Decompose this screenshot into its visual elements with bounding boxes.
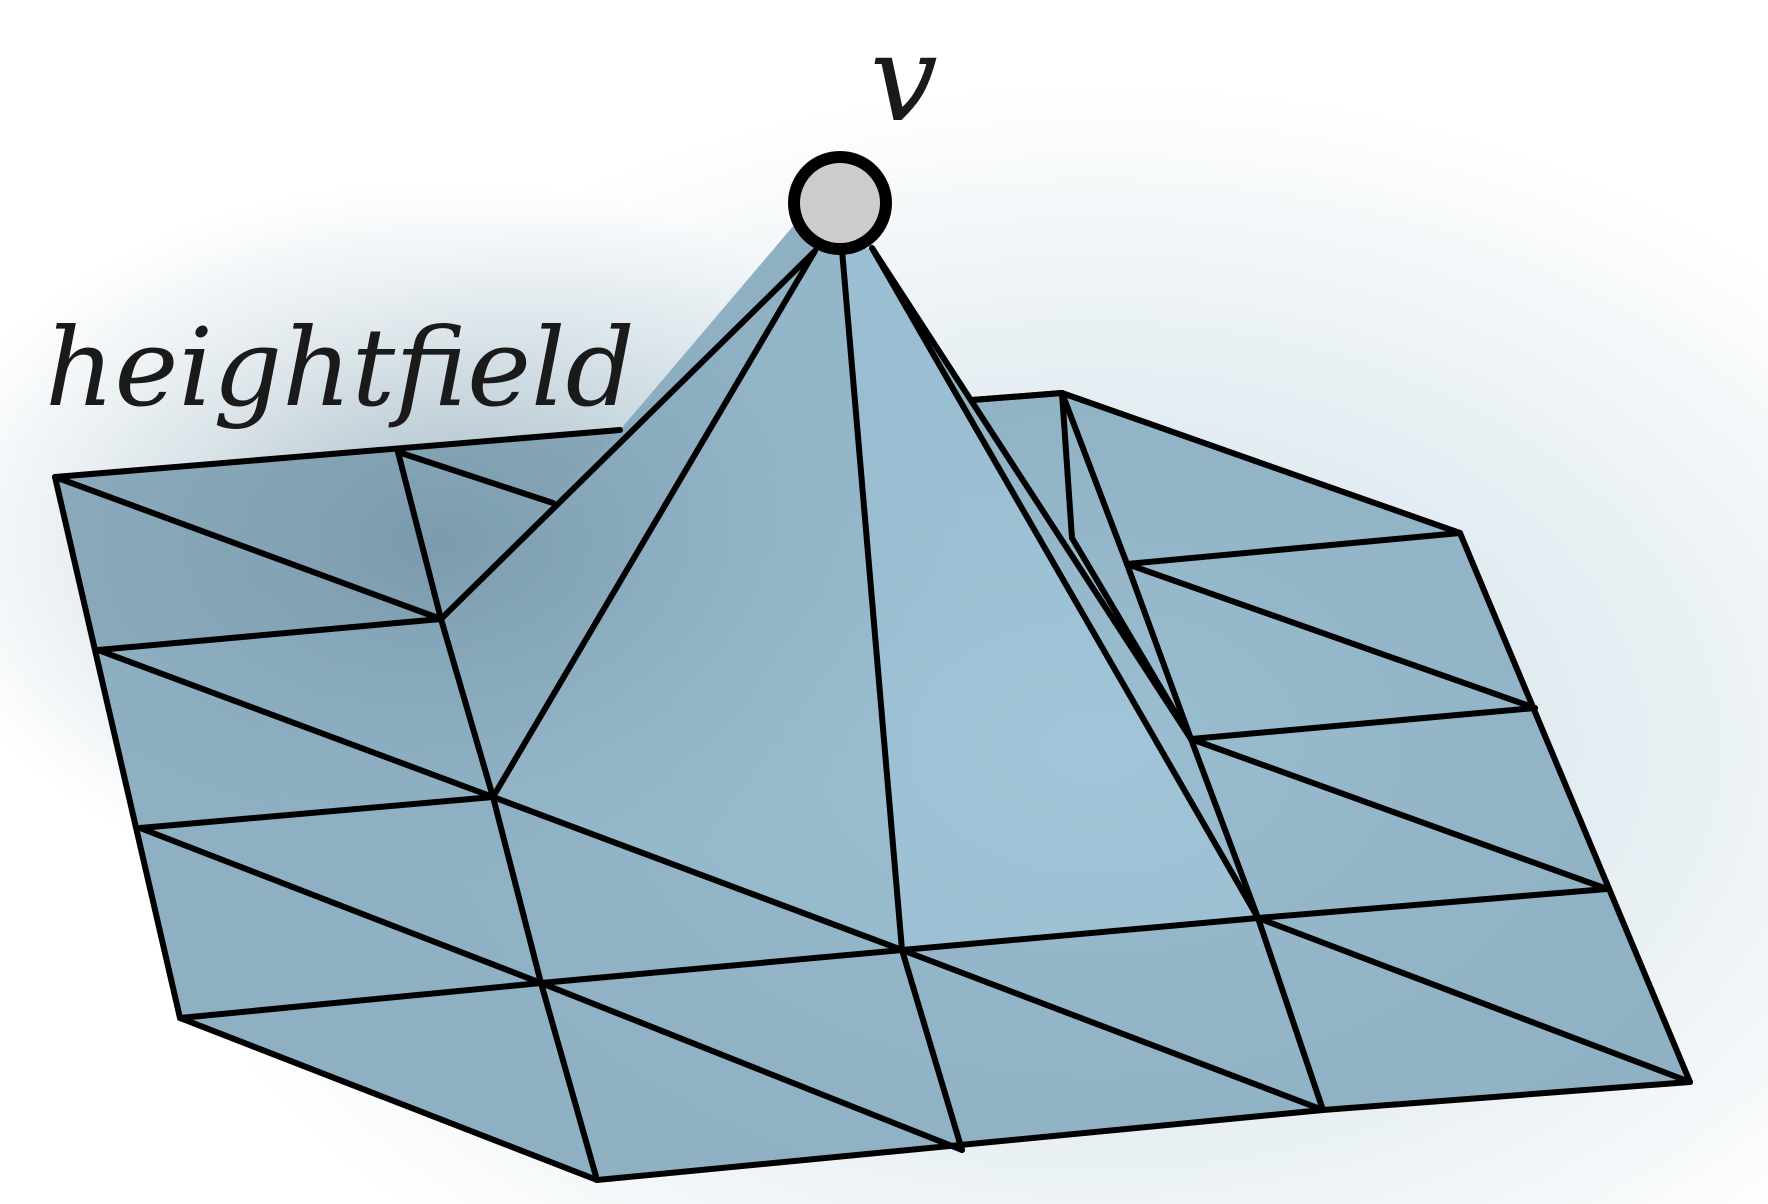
apex-vertex xyxy=(788,151,892,255)
mesh-edge xyxy=(538,947,905,986)
mesh-edge xyxy=(1188,736,1261,921)
mesh-edge xyxy=(1059,390,1075,541)
mesh-edge xyxy=(1059,390,1463,536)
mesh-edge xyxy=(839,247,905,953)
mesh-edge xyxy=(52,427,623,480)
mesh-edge xyxy=(52,474,444,622)
mesh-edge xyxy=(52,474,183,1021)
mesh-edge xyxy=(177,1015,600,1183)
mesh-edge xyxy=(1320,1079,1693,1113)
mesh-edge xyxy=(1124,561,1194,742)
mesh-edge xyxy=(1255,915,1693,1085)
mesh-edge xyxy=(899,915,1261,953)
mesh-edge xyxy=(1188,736,1610,892)
mesh-edge xyxy=(1188,705,1538,742)
mesh-edge xyxy=(438,616,496,800)
mesh-edge xyxy=(395,449,444,622)
mesh-edge xyxy=(95,647,496,800)
mesh-edge xyxy=(899,947,965,1153)
mesh-edge xyxy=(438,248,818,622)
surface-edges xyxy=(52,245,1693,1183)
mesh-edge xyxy=(869,245,1194,742)
surface-label: heightfield xyxy=(45,306,635,431)
mesh-edge xyxy=(95,616,444,653)
vertex-label: v xyxy=(870,10,938,149)
mesh-edge xyxy=(177,980,544,1021)
mesh-edge xyxy=(137,825,544,986)
mesh-edge xyxy=(538,980,965,1153)
mesh-edge xyxy=(538,980,600,1183)
mesh-edge xyxy=(1059,390,1130,567)
mesh-edge xyxy=(137,794,496,831)
mesh-edge xyxy=(1457,530,1693,1085)
mesh-edge xyxy=(1255,915,1326,1113)
mesh-edge xyxy=(1069,535,1194,742)
mesh-edge xyxy=(1124,530,1463,567)
mesh-edge xyxy=(1124,561,1538,711)
mesh-edge xyxy=(395,449,556,506)
mesh-edge xyxy=(490,794,905,953)
mesh-edge xyxy=(1255,886,1610,921)
mesh-edge xyxy=(869,245,1261,921)
vertex-marker xyxy=(788,151,892,255)
mesh-edge xyxy=(899,947,1326,1113)
mesh-edge xyxy=(969,390,1065,403)
mesh-edge xyxy=(490,794,544,986)
mesh-edge xyxy=(490,248,818,800)
